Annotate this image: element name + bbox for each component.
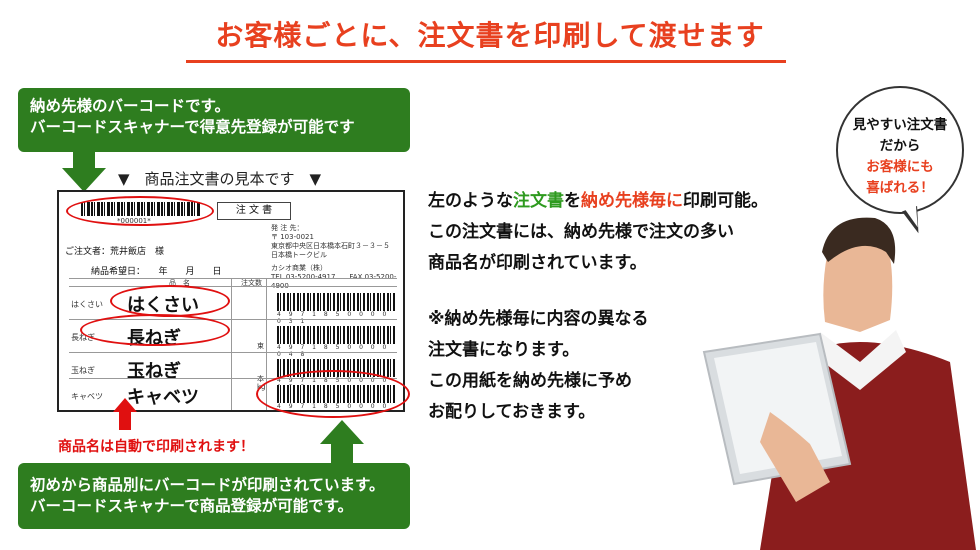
- description-line: 注文書になります。: [428, 340, 580, 360]
- callout-customer-barcode: 納め先様のバーコードです。 バーコードスキャナーで得意先登録が可能です: [18, 88, 410, 152]
- item-small-label: 長ねぎ: [71, 333, 95, 342]
- highlight-ellipse: [66, 196, 214, 226]
- bubble-line-highlight: 喜ばれる！: [866, 180, 934, 196]
- person-with-tablet-illustration: [702, 217, 976, 550]
- item-small-label: はくさい: [71, 300, 103, 309]
- highlight-ellipse: [110, 285, 230, 317]
- item-barcode-number: 4 9 7 1 8 5 0 0 0 0 0 3 1: [277, 311, 390, 325]
- highlight-order-form: 注文書: [513, 191, 564, 211]
- arrow-up-stem: [119, 410, 131, 430]
- delivery-date: 納品希望日： 年 月 日: [91, 267, 222, 277]
- sample-label: ▼ 商品注文書の見本です ▼: [118, 170, 322, 188]
- col-qty: 注文数: [241, 279, 262, 287]
- customer-name: ご注文者：荒井飯店 様: [65, 247, 165, 257]
- item-small-label: 玉ねぎ: [71, 366, 95, 375]
- arrow-up-icon: [320, 420, 364, 444]
- issuer-line: 〒 103-0021: [271, 233, 314, 241]
- highlight-per-customer: 納め先様毎に: [581, 191, 683, 211]
- arrow-down-stem: [73, 150, 95, 170]
- callout-bottom-line1: 初めから商品別にバーコードが印刷されています。: [30, 476, 385, 494]
- issuer-line: 東京都中央区日本橋本石町３－３－５: [271, 242, 390, 250]
- description-line: お配りしておきます。: [428, 402, 596, 422]
- callout-bottom-line2: バーコードスキャナーで商品登録が可能です。: [30, 497, 354, 515]
- bubble-line: 見やすい注文書: [852, 117, 948, 133]
- hand-shape: [760, 412, 830, 502]
- hair-shape: [822, 217, 896, 264]
- description-paragraph-2: ※納め先様毎に内容の異なる 注文書になります。 この用紙を納め先様に予め お配り…: [428, 304, 649, 428]
- item-unit: 本: [257, 375, 264, 383]
- title-underline: [186, 60, 786, 63]
- item-name: 玉ねぎ: [127, 361, 181, 382]
- item-small-label: キャベツ: [71, 392, 103, 401]
- highlight-ellipse: [80, 314, 230, 346]
- page-title: お客様ごとに、注文書を印刷して渡せます: [215, 19, 765, 52]
- bubble-line-highlight: お客様にも: [866, 159, 934, 175]
- description-line: 左のような注文書を納め先様毎に印刷可能。: [428, 186, 768, 217]
- description-paragraph-1: 左のような注文書を納め先様毎に印刷可能。 この注文書には、納め先様で注文の多い …: [428, 186, 768, 279]
- description-line: 商品名が印刷されています。: [428, 253, 647, 273]
- bubble-line: だから: [879, 138, 921, 154]
- text-span: 左のような: [428, 191, 513, 211]
- item-barcode: [277, 326, 395, 344]
- callout-top-line2: バーコードスキャナーで得意先登録が可能です: [30, 118, 355, 136]
- highlight-ellipse: [256, 370, 410, 418]
- col-name: 品 名: [169, 279, 190, 287]
- description-line: この注文書には、納め先様で注文の多い: [428, 222, 734, 242]
- description-line: ※納め先様毎に内容の異なる: [428, 309, 649, 329]
- item-barcode-number: 4 9 7 1 8 5 0 0 0 0 0 4 8: [277, 344, 390, 358]
- arrow-up-icon: [113, 398, 137, 412]
- tablet-screen: [714, 342, 842, 474]
- description-line: この用紙を納め先様に予め: [428, 371, 632, 391]
- col-divider: [266, 278, 267, 410]
- item-unit: 束: [257, 342, 264, 350]
- item-name: キャベツ: [127, 387, 199, 408]
- issuer-line: カシオ商業（株）: [271, 264, 327, 272]
- table-header: 品 名 注文数: [69, 278, 397, 287]
- face-shape: [823, 230, 893, 332]
- auto-print-note: 商品名は自動で印刷されます！: [58, 439, 254, 455]
- text-span: 印刷可能。: [683, 191, 768, 211]
- col-divider: [231, 278, 232, 410]
- speech-bubble: 見やすい注文書 だから お客様にも 喜ばれる！: [836, 86, 964, 214]
- item-barcode: [277, 293, 395, 311]
- issuer-line: 発 注 先：: [271, 224, 304, 232]
- collar-shape: [810, 330, 906, 390]
- arrow-up-stem: [331, 442, 353, 464]
- callout-product-barcode: 初めから商品別にバーコードが印刷されています。 バーコードスキャナーで商品登録が…: [18, 463, 410, 529]
- form-doc-title: 注 文 書: [217, 202, 291, 220]
- callout-top-line1: 納め先様のバーコードです。: [30, 97, 230, 115]
- text-span: を: [564, 191, 581, 211]
- arrow-down-icon: [62, 168, 106, 192]
- issuer-line: 日本橋トークビル: [271, 251, 327, 259]
